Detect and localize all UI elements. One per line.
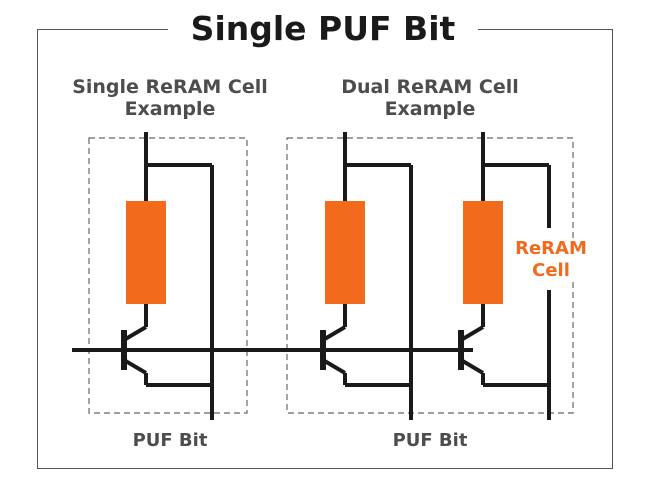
dual-cell-heading-line2: Example	[384, 98, 476, 120]
cell1-reram-resistor	[126, 201, 166, 304]
single-cell-circuit	[121, 132, 214, 420]
cell2-emitter-wire	[321, 358, 347, 375]
cell3-reram-resistor	[463, 201, 503, 304]
single-cell-heading: Single ReRAM Cell Example	[60, 76, 280, 120]
reram-cell-callout-line2: Cell	[532, 260, 570, 281]
dual-cell-heading-line1: Dual ReRAM Cell	[341, 76, 519, 98]
cell2-collector-wire	[321, 325, 347, 342]
dual-cell-circuit-b	[458, 132, 551, 420]
reram-cell-callout: ReRAM Cell	[515, 238, 587, 282]
cell2-reram-resistor	[325, 201, 365, 304]
single-cell-heading-line2: Example	[124, 98, 216, 120]
cell3-collector-wire	[459, 325, 485, 342]
puf-bit-label-left: PUF Bit	[132, 430, 208, 451]
dual-cell-circuit-a	[320, 132, 413, 420]
cell1-emitter-wire	[122, 358, 148, 375]
cell3-emitter-wire	[459, 358, 485, 375]
dual-cell-heading: Dual ReRAM Cell Example	[320, 76, 540, 120]
cell1-collector-wire	[122, 325, 148, 342]
single-cell-dashed-box	[88, 137, 248, 414]
diagram-title: Single PUF Bit	[168, 6, 478, 52]
reram-cell-callout-line1: ReRAM	[515, 238, 587, 259]
puf-bit-label-right: PUF Bit	[392, 430, 468, 451]
single-cell-heading-line1: Single ReRAM Cell	[72, 76, 268, 98]
